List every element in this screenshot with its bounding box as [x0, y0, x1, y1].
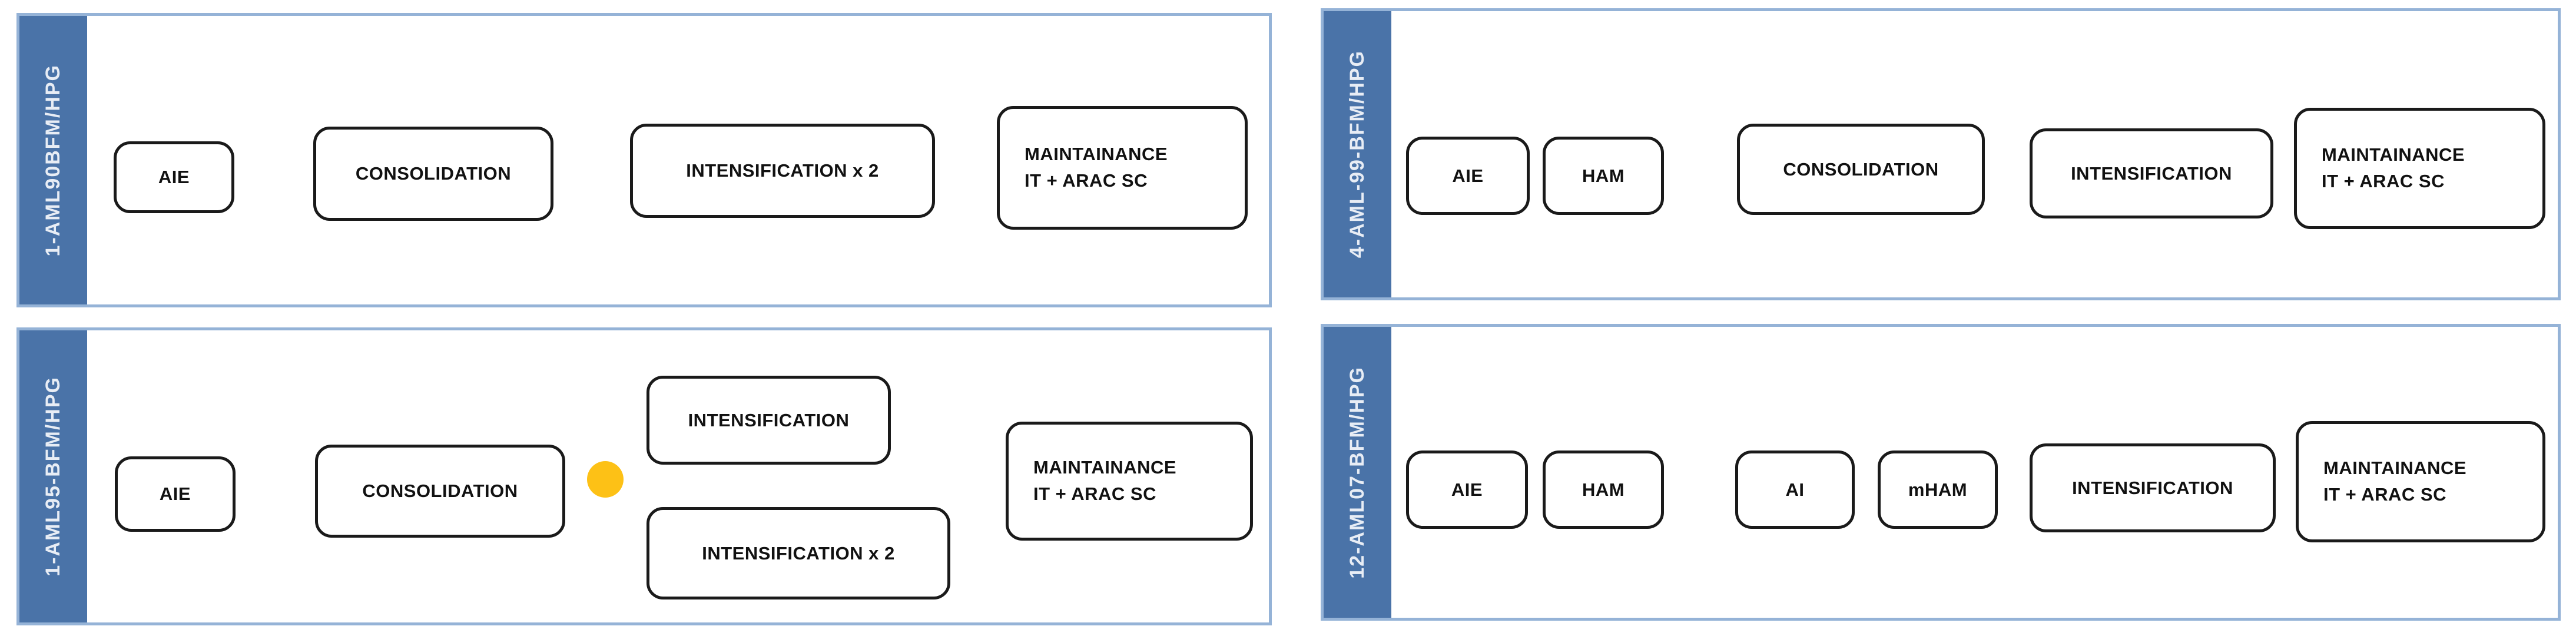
phase-box-aie: AIE — [115, 456, 236, 532]
protocol-panel-aml90: 1-AML90BFM/HPG AIE CONSOLIDATION INTENSI… — [16, 13, 1272, 307]
phase-box-ai: AI — [1735, 450, 1855, 529]
protocol-sidebar: 1-AML95-BFM/HPG — [19, 330, 87, 622]
phase-box-maintenance: MAINTAINANCE IT + ARAC SC — [997, 106, 1248, 230]
phase-box-maintenance: MAINTAINANCE IT + ARAC SC — [2296, 421, 2545, 542]
phase-box-intensification: INTENSIFICATION — [2030, 443, 2276, 532]
phase-box-intensification: INTENSIFICATION — [2030, 128, 2273, 218]
phase-box-consolidation: CONSOLIDATION — [313, 127, 553, 221]
protocol-panel-aml95: 1-AML95-BFM/HPG AIE CONSOLIDATION INTENS… — [16, 327, 1272, 625]
protocol-panel-aml07: 12-AML07-BFM/HPG AIE HAM AI mHAM INTENSI… — [1321, 324, 2561, 621]
phase-box-intensification-x2: INTENSIFICATION x 2 — [630, 124, 935, 218]
milestone-dot-icon — [587, 461, 624, 498]
protocol-label: 1-AML95-BFM/HPG — [42, 376, 64, 577]
protocol-label: 4-AML-99-BFM/HPG — [1346, 50, 1368, 259]
phase-box-maintenance: MAINTAINANCE IT + ARAC SC — [1006, 422, 1253, 541]
phase-box-mham: mHAM — [1878, 450, 1998, 529]
phase-box-aie: AIE — [1406, 137, 1530, 215]
protocol-label: 12-AML07-BFM/HPG — [1346, 366, 1368, 579]
protocol-label: 1-AML90BFM/HPG — [42, 64, 64, 257]
phase-box-intensification-x2: INTENSIFICATION x 2 — [647, 507, 950, 599]
phase-box-ham: HAM — [1543, 137, 1664, 215]
phase-box-aie: AIE — [114, 141, 234, 213]
protocol-sidebar: 1-AML90BFM/HPG — [19, 16, 87, 304]
phase-box-consolidation: CONSOLIDATION — [1737, 124, 1985, 215]
phase-box-consolidation: CONSOLIDATION — [315, 445, 565, 538]
protocol-sidebar: 4-AML-99-BFM/HPG — [1324, 11, 1391, 297]
phase-box-intensification: INTENSIFICATION — [647, 376, 891, 465]
protocol-sidebar: 12-AML07-BFM/HPG — [1324, 327, 1391, 618]
protocol-panel-aml99: 4-AML-99-BFM/HPG AIE HAM CONSOLIDATION I… — [1321, 8, 2561, 300]
phase-box-maintenance: MAINTAINANCE IT + ARAC SC — [2294, 108, 2545, 229]
phase-box-ham: HAM — [1543, 450, 1664, 529]
phase-box-aie: AIE — [1406, 450, 1528, 529]
